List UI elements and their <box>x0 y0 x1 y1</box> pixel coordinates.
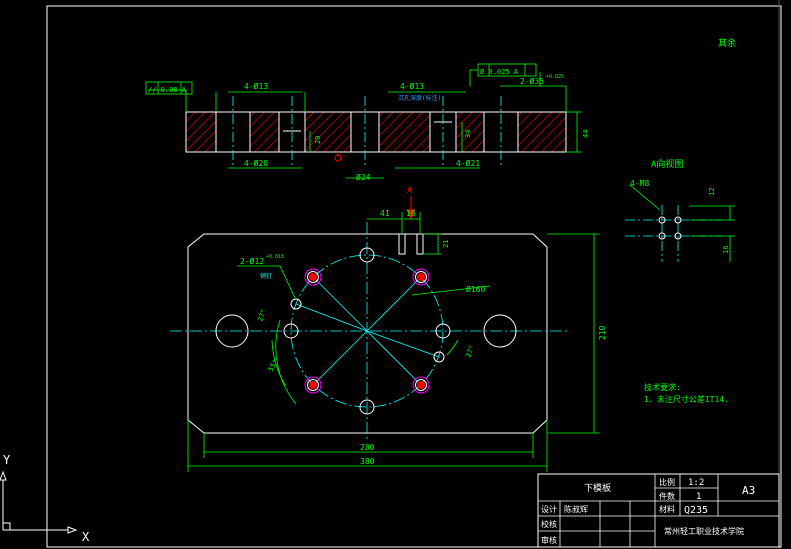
label-20: 20 <box>314 136 322 144</box>
tol-right-label: Ø 0.025 A <box>480 68 519 76</box>
label-27-right: 27° <box>464 344 476 359</box>
title-block: 下模板 比例 1:2 件数 1 A3 设计 陈叔辉 材料 Q235 校核 审核 … <box>537 473 780 548</box>
detail-view-a: A向视图 4-M8 12 16 <box>625 158 735 262</box>
tb-designer-name: 陈叔辉 <box>564 504 588 514</box>
tb-designer-label: 设计 <box>541 504 557 514</box>
label-210: 210 <box>598 325 607 340</box>
ucs-icon <box>0 470 78 534</box>
tol-left-label: // 0.08 A <box>148 86 187 94</box>
drawing-frame <box>46 0 782 549</box>
label-280: 280 <box>360 443 375 452</box>
label-pin: 销钉 <box>260 272 272 280</box>
label-detail-16: 16 <box>722 246 730 254</box>
label-phi160: Ø160 <box>466 284 485 294</box>
technical-notes: 技术要求: 1、未注尺寸公差IT14. <box>644 382 729 404</box>
tb-school: 常州轻工职业技术学院 <box>664 526 744 536</box>
notes-heading: 技术要求: <box>644 382 681 392</box>
detail-title: A向视图 <box>651 158 683 170</box>
label-4-m8: 4-M8 <box>630 179 649 188</box>
label-41: 41 <box>380 209 390 218</box>
view-label-a: A <box>407 186 413 196</box>
plan-view: A 41 16 21 2-Ø12 +0.018 销钉 Ø160 27° 27° <box>170 186 607 472</box>
label-21: 21 <box>442 240 450 248</box>
tb-scale-label: 比例 <box>659 477 675 487</box>
label-phi24: Ø24 <box>356 172 371 182</box>
view-arrow-a <box>406 196 416 220</box>
label-4-phi13-right: 4-Ø13 <box>400 81 424 91</box>
top-right-note: 其余 <box>718 37 736 49</box>
label-27-left: 27° <box>256 308 268 323</box>
section-view: // 0.08 A Ø 0.025 A 4-Ø13 4-Ø13 沉孔深度(标注)… <box>145 63 590 182</box>
label-2-phi12-tol: +0.018 <box>266 254 284 260</box>
tb-qty-label: 件数 <box>659 491 675 501</box>
tb-qty-value: 1 <box>696 492 701 502</box>
label-4-phi21: 4-Ø21 <box>456 158 480 168</box>
tb-material-label: 材料 <box>659 504 675 514</box>
label-2-phi35: 2-Ø35 <box>520 76 544 86</box>
label-16: 16 <box>406 209 416 218</box>
tb-reviewer-label: 审核 <box>541 535 557 545</box>
ucs-x-label: X <box>82 530 90 544</box>
tb-part-name: 下模板 <box>584 482 611 494</box>
datum-symbol <box>334 152 342 162</box>
label-380: 380 <box>360 457 375 466</box>
label-2-phi35-tol: +0.025 <box>546 74 564 80</box>
tb-checker-label: 校核 <box>541 519 557 529</box>
label-detail-12: 12 <box>708 188 716 196</box>
tb-sheet-size: A3 <box>742 484 755 497</box>
label-blue-note: 沉孔深度(标注) <box>398 94 441 102</box>
ucs-y-label: Y <box>3 453 11 467</box>
tb-material-value: Q235 <box>684 505 708 516</box>
label-2-phi12: 2-Ø12 <box>240 256 264 266</box>
tb-scale-value: 1:2 <box>688 478 704 488</box>
label-4-phi20: 4-Ø20 <box>244 158 268 168</box>
label-4-phi13-left: 4-Ø13 <box>244 81 268 91</box>
notes-line1: 1、未注尺寸公差IT14. <box>644 394 729 404</box>
label-34: 34 <box>464 130 472 138</box>
pcd-holes <box>283 247 451 415</box>
label-44: 44 <box>582 130 590 138</box>
